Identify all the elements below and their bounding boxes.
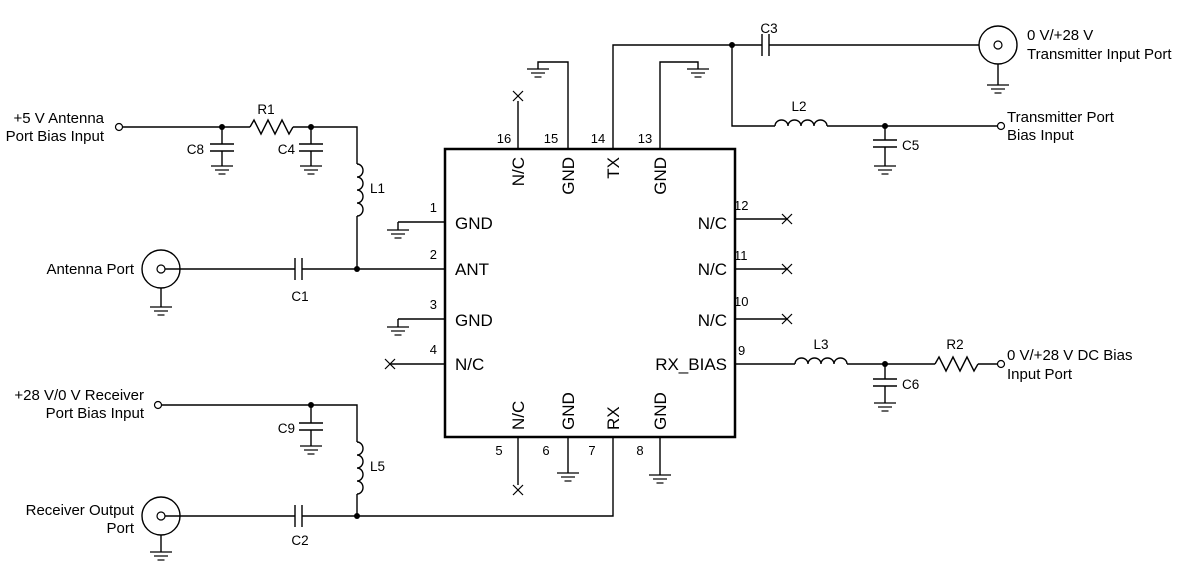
pin-number: 2: [430, 247, 437, 262]
pin-name: GND: [455, 311, 493, 330]
capacitor-c4: C4: [278, 127, 323, 175]
pin-name: GND: [455, 214, 493, 233]
ref-label: C9: [278, 421, 295, 436]
pin-6-gnd: 6 GND: [542, 392, 580, 482]
pin-1-gnd: 1 GND: [386, 200, 493, 239]
port-label-line-2: Input Port: [1007, 366, 1073, 383]
pin-number: 7: [588, 443, 595, 458]
pin-number: 3: [430, 297, 437, 312]
pin-name: N/C: [698, 260, 727, 279]
capacitor-c1: C1: [291, 258, 309, 304]
ref-label: C1: [291, 289, 308, 304]
transmitter-bias-input-port: Transmitter Port Bias Input: [996, 109, 1115, 144]
inductor-l3: L3: [794, 337, 848, 365]
ref-label: R1: [257, 102, 274, 117]
inductor-l2: L2: [774, 99, 828, 127]
pin-12-nc: 12 N/C: [698, 198, 793, 233]
pin-11-nc: 11 N/C: [698, 248, 793, 279]
ic-package: [443, 147, 737, 439]
capacitor-c5: C5: [873, 126, 919, 175]
ref-label: R2: [946, 337, 963, 352]
antenna-bias-input-port: +5 V Antenna Port Bias Input: [6, 110, 124, 145]
transmitter-input-port-connector: 0 V/+28 V Transmitter Input Port: [978, 25, 1172, 94]
resistor-r1: R1: [249, 102, 294, 136]
ref-label: L2: [791, 99, 806, 114]
pin-name: GND: [559, 392, 578, 430]
inductor-l1: L1: [356, 163, 385, 217]
pin-number: 1: [430, 200, 437, 215]
pin-number: 5: [495, 443, 502, 458]
ref-label: L5: [370, 459, 385, 474]
pin-name: ANT: [455, 260, 489, 279]
ref-label: C5: [902, 138, 919, 153]
port-label-line-1: Receiver Output: [26, 502, 135, 519]
ref-label: L1: [370, 181, 385, 196]
ref-label: C2: [291, 533, 308, 548]
ref-label: C4: [278, 142, 296, 157]
pin-number: 14: [591, 131, 605, 146]
pin-number: 10: [734, 294, 748, 309]
port-label-line-1: 0 V/+28 V: [1027, 27, 1093, 44]
port-label-line-1: 0 V/+28 V DC Bias: [1007, 347, 1132, 364]
pin-number: 6: [542, 443, 549, 458]
pin-number: 16: [497, 131, 511, 146]
capacitor-c2: C2: [291, 505, 309, 548]
pin-8-gnd: 8 GND: [636, 392, 672, 484]
port-label-line-1: Transmitter Port: [1007, 109, 1115, 126]
pin-13-gnd: 13 GND: [638, 61, 710, 195]
port-label-line-2: Port: [106, 520, 134, 537]
pin-10-nc: 10 N/C: [698, 294, 793, 330]
pin-name: RX_BIAS: [655, 355, 727, 374]
pin-number: 15: [544, 131, 558, 146]
pin-number: 13: [638, 131, 652, 146]
capacitor-c6: C6: [873, 364, 919, 412]
pin-number: 11: [734, 248, 748, 263]
pin-name: N/C: [455, 355, 484, 374]
pin-name: TX: [604, 157, 623, 179]
port-label-line-1: +5 V Antenna: [14, 110, 105, 127]
ref-label: C6: [902, 377, 919, 392]
pin-15-gnd: 15 GND: [526, 61, 578, 195]
dc-bias-input-port: 0 V/+28 V DC Bias Input Port: [996, 347, 1132, 383]
port-label: Antenna Port: [46, 261, 134, 278]
capacitor-c3: C3: [760, 21, 778, 56]
pin-name: N/C: [698, 311, 727, 330]
pin-4-nc: 4 N/C: [384, 342, 484, 374]
pin-name: N/C: [509, 157, 528, 186]
pin-2-ant: 2 ANT: [430, 247, 489, 279]
ref-label: L3: [813, 337, 828, 352]
pin-number: 8: [636, 443, 643, 458]
pin-name: GND: [651, 392, 670, 430]
resistor-r2: R2: [934, 337, 979, 373]
pin-7-rx: 7 RX: [357, 406, 623, 517]
receiver-bias-input-port: +28 V/0 V Receiver Port Bias Input: [14, 387, 163, 422]
port-label-line-2: Transmitter Input Port: [1027, 46, 1172, 63]
receiver-output-port-connector: Receiver Output Port: [26, 496, 181, 561]
pin-name: GND: [559, 157, 578, 195]
port-label-line-2: Bias Input: [1007, 127, 1075, 144]
port-label-line-2: Port Bias Input: [6, 128, 105, 145]
capacitor-c9: C9: [278, 405, 323, 455]
junction-dot: [354, 266, 360, 272]
pin-name: N/C: [509, 401, 528, 430]
ref-label: C3: [760, 21, 777, 36]
capacitor-c8: C8: [187, 127, 234, 175]
antenna-port-connector: Antenna Port: [46, 249, 181, 316]
pin-number: 4: [430, 342, 437, 357]
pin-name: N/C: [698, 214, 727, 233]
pin-number: 12: [734, 198, 748, 213]
pin-name: RX: [604, 406, 623, 430]
pin-5-nc: 5 N/C: [495, 401, 528, 496]
pin-name: GND: [651, 157, 670, 195]
port-label-line-2: Port Bias Input: [46, 405, 145, 422]
port-label-line-1: +28 V/0 V Receiver: [14, 387, 144, 404]
inductor-l5: L5: [356, 441, 385, 495]
pin-number: 9: [738, 343, 745, 358]
pin-14-tx: 14 TX: [591, 44, 762, 179]
pin-3-gnd: 3 GND: [386, 297, 493, 336]
ref-label: C8: [187, 142, 204, 157]
pin-9-rx-bias: 9 RX_BIAS: [655, 343, 795, 374]
pin-16-nc: 16 N/C: [497, 90, 528, 186]
